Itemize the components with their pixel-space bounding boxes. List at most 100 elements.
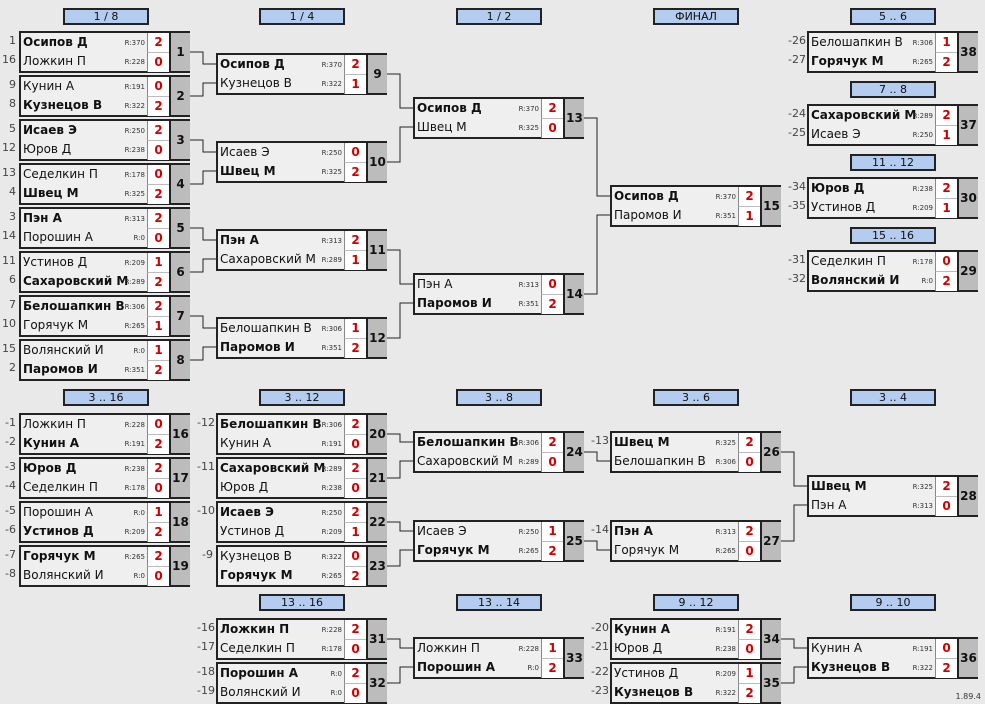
match-21[interactable]: Сахаровский МR:2892Юров ДR:238021 [216, 457, 387, 499]
match-33[interactable]: Ложкин ПR:2281Порошин АR:0233 [413, 637, 584, 679]
player-row[interactable]: Порошин АR:0 [21, 503, 147, 523]
player-row[interactable]: Пэн АR:313 [809, 496, 935, 515]
match-14[interactable]: Пэн АR:3130Паромов ИR:351214 [413, 273, 584, 315]
player-row[interactable]: Кунин АR:191 [809, 639, 935, 659]
player-row[interactable]: Осипов ДR:370 [21, 33, 147, 53]
match-10[interactable]: Исаев ЭR:2500Швец МR:325210 [216, 141, 387, 183]
player-row[interactable]: Исаев ЭR:250 [415, 522, 541, 542]
player-row[interactable]: Сахаровский МR:289 [415, 452, 541, 471]
player-row[interactable]: Белошапкин ВR:306 [415, 433, 541, 453]
player-row[interactable]: Паромов ИR:351 [21, 360, 147, 379]
player-row[interactable]: Сахаровский МR:289 [218, 459, 344, 479]
player-row[interactable]: Юров ДR:238 [809, 179, 935, 199]
player-row[interactable]: Исаев ЭR:250 [809, 125, 935, 144]
player-row[interactable]: Кунин АR:191 [21, 77, 147, 97]
player-row[interactable]: Волянский ИR:0 [218, 683, 344, 702]
match-15[interactable]: Осипов ДR:3702Паромов ИR:351115 [610, 185, 781, 227]
match-34[interactable]: Кунин АR:1912Юров ДR:238034 [610, 618, 781, 660]
match-6[interactable]: Устинов ДR:2091Сахаровский МR:28926 [19, 251, 190, 293]
match-20[interactable]: Белошапкин ВR:3062Кунин АR:191020 [216, 413, 387, 455]
player-row[interactable]: Горячук МR:265 [809, 52, 935, 71]
player-row[interactable]: Кузнецов ВR:322 [612, 683, 738, 702]
match-3[interactable]: Исаев ЭR:2502Юров ДR:23803 [19, 119, 190, 161]
match-4[interactable]: Седелкин ПR:1780Швец МR:32524 [19, 163, 190, 205]
player-row[interactable]: Пэн АR:313 [218, 231, 344, 251]
player-row[interactable]: Осипов ДR:370 [612, 187, 738, 207]
player-row[interactable]: Юров ДR:238 [612, 639, 738, 658]
match-24[interactable]: Белошапкин ВR:3062Сахаровский МR:289024 [413, 431, 584, 473]
match-12[interactable]: Белошапкин ВR:3061Паромов ИR:351212 [216, 317, 387, 359]
player-row[interactable]: Паромов ИR:351 [612, 206, 738, 225]
match-23[interactable]: Кузнецов ВR:3220Горячук МR:265223 [216, 545, 387, 587]
player-row[interactable]: Пэн АR:313 [612, 522, 738, 542]
player-row[interactable]: Горячук МR:265 [21, 547, 147, 567]
player-row[interactable]: Юров ДR:238 [218, 478, 344, 497]
player-row[interactable]: Устинов ДR:209 [218, 522, 344, 541]
match-38[interactable]: Белошапкин ВR:3061Горячук МR:265238 [807, 31, 978, 73]
match-35[interactable]: Устинов ДR:2091Кузнецов ВR:322235 [610, 662, 781, 704]
player-row[interactable]: Горячук МR:265 [415, 541, 541, 560]
player-row[interactable]: Кузнецов ВR:322 [809, 658, 935, 677]
player-row[interactable]: Кунин АR:191 [218, 434, 344, 453]
player-row[interactable]: Белошапкин ВR:306 [218, 319, 344, 339]
player-row[interactable]: Швец МR:325 [415, 118, 541, 137]
match-36[interactable]: Кунин АR:1910Кузнецов ВR:322236 [807, 637, 978, 679]
player-row[interactable]: Юров ДR:238 [21, 140, 147, 159]
match-22[interactable]: Исаев ЭR:2502Устинов ДR:209122 [216, 501, 387, 543]
player-row[interactable]: Сахаровский МR:289 [21, 272, 147, 291]
player-row[interactable]: Паромов ИR:351 [218, 338, 344, 357]
player-row[interactable]: Устинов ДR:209 [21, 253, 147, 273]
player-row[interactable]: Порошин АR:0 [415, 658, 541, 677]
player-row[interactable]: Сахаровский МR:289 [809, 106, 935, 126]
player-row[interactable]: Кузнецов ВR:322 [218, 74, 344, 93]
player-row[interactable]: Исаев ЭR:250 [218, 143, 344, 163]
match-8[interactable]: Волянский ИR:01Паромов ИR:35128 [19, 339, 190, 381]
match-7[interactable]: Белошапкин ВR:3062Горячук МR:26517 [19, 295, 190, 337]
player-row[interactable]: Юров ДR:238 [21, 459, 147, 479]
player-row[interactable]: Ложкин ПR:228 [21, 52, 147, 71]
player-row[interactable]: Горячук МR:265 [218, 566, 344, 585]
player-row[interactable]: Белошапкин ВR:306 [612, 452, 738, 471]
match-5[interactable]: Пэн АR:3132Порошин АR:005 [19, 207, 190, 249]
player-row[interactable]: Швец МR:325 [21, 184, 147, 203]
player-row[interactable]: Кунин АR:191 [21, 434, 147, 453]
player-row[interactable]: Ложкин ПR:228 [21, 415, 147, 435]
player-row[interactable]: Сахаровский МR:289 [218, 250, 344, 269]
match-26[interactable]: Швец МR:3252Белошапкин ВR:306026 [610, 431, 781, 473]
match-16[interactable]: Ложкин ПR:2280Кунин АR:191216 [19, 413, 190, 455]
player-row[interactable]: Седелкин ПR:178 [218, 639, 344, 658]
player-row[interactable]: Пэн АR:313 [21, 209, 147, 229]
match-29[interactable]: Седелкин ПR:1780Волянский ИR:0229 [807, 250, 978, 292]
player-row[interactable]: Волянский ИR:0 [21, 341, 147, 361]
player-row[interactable]: Белошапкин ВR:306 [21, 297, 147, 317]
player-row[interactable]: Устинов ДR:209 [612, 664, 738, 684]
player-row[interactable]: Волянский ИR:0 [21, 566, 147, 585]
player-row[interactable]: Швец МR:325 [218, 162, 344, 181]
player-row[interactable]: Швец МR:325 [809, 477, 935, 497]
match-9[interactable]: Осипов ДR:3702Кузнецов ВR:32219 [216, 53, 387, 95]
player-row[interactable]: Горячук МR:265 [612, 541, 738, 560]
player-row[interactable]: Горячук МR:265 [21, 316, 147, 335]
player-row[interactable]: Кузнецов ВR:322 [218, 547, 344, 567]
match-18[interactable]: Порошин АR:01Устинов ДR:209218 [19, 501, 190, 543]
player-row[interactable]: Исаев ЭR:250 [218, 503, 344, 523]
match-19[interactable]: Горячук МR:2652Волянский ИR:0019 [19, 545, 190, 587]
player-row[interactable]: Ложкин ПR:228 [415, 639, 541, 659]
player-row[interactable]: Швец МR:325 [612, 433, 738, 453]
player-row[interactable]: Ложкин ПR:228 [218, 620, 344, 640]
player-row[interactable]: Устинов ДR:209 [21, 522, 147, 541]
player-row[interactable]: Порошин АR:0 [21, 228, 147, 247]
match-11[interactable]: Пэн АR:3132Сахаровский МR:289111 [216, 229, 387, 271]
player-row[interactable]: Осипов ДR:370 [218, 55, 344, 75]
player-row[interactable]: Устинов ДR:209 [809, 198, 935, 217]
player-row[interactable]: Седелкин ПR:178 [21, 165, 147, 185]
match-28[interactable]: Швец МR:3252Пэн АR:313028 [807, 475, 978, 517]
player-row[interactable]: Кунин АR:191 [612, 620, 738, 640]
player-row[interactable]: Белошапкин ВR:306 [809, 33, 935, 53]
match-31[interactable]: Ложкин ПR:2282Седелкин ПR:178031 [216, 618, 387, 660]
match-17[interactable]: Юров ДR:2382Седелкин ПR:178017 [19, 457, 190, 499]
player-row[interactable]: Волянский ИR:0 [809, 271, 935, 290]
match-27[interactable]: Пэн АR:3132Горячук МR:265027 [610, 520, 781, 562]
match-13[interactable]: Осипов ДR:3702Швец МR:325013 [413, 97, 584, 139]
player-row[interactable]: Осипов ДR:370 [415, 99, 541, 119]
